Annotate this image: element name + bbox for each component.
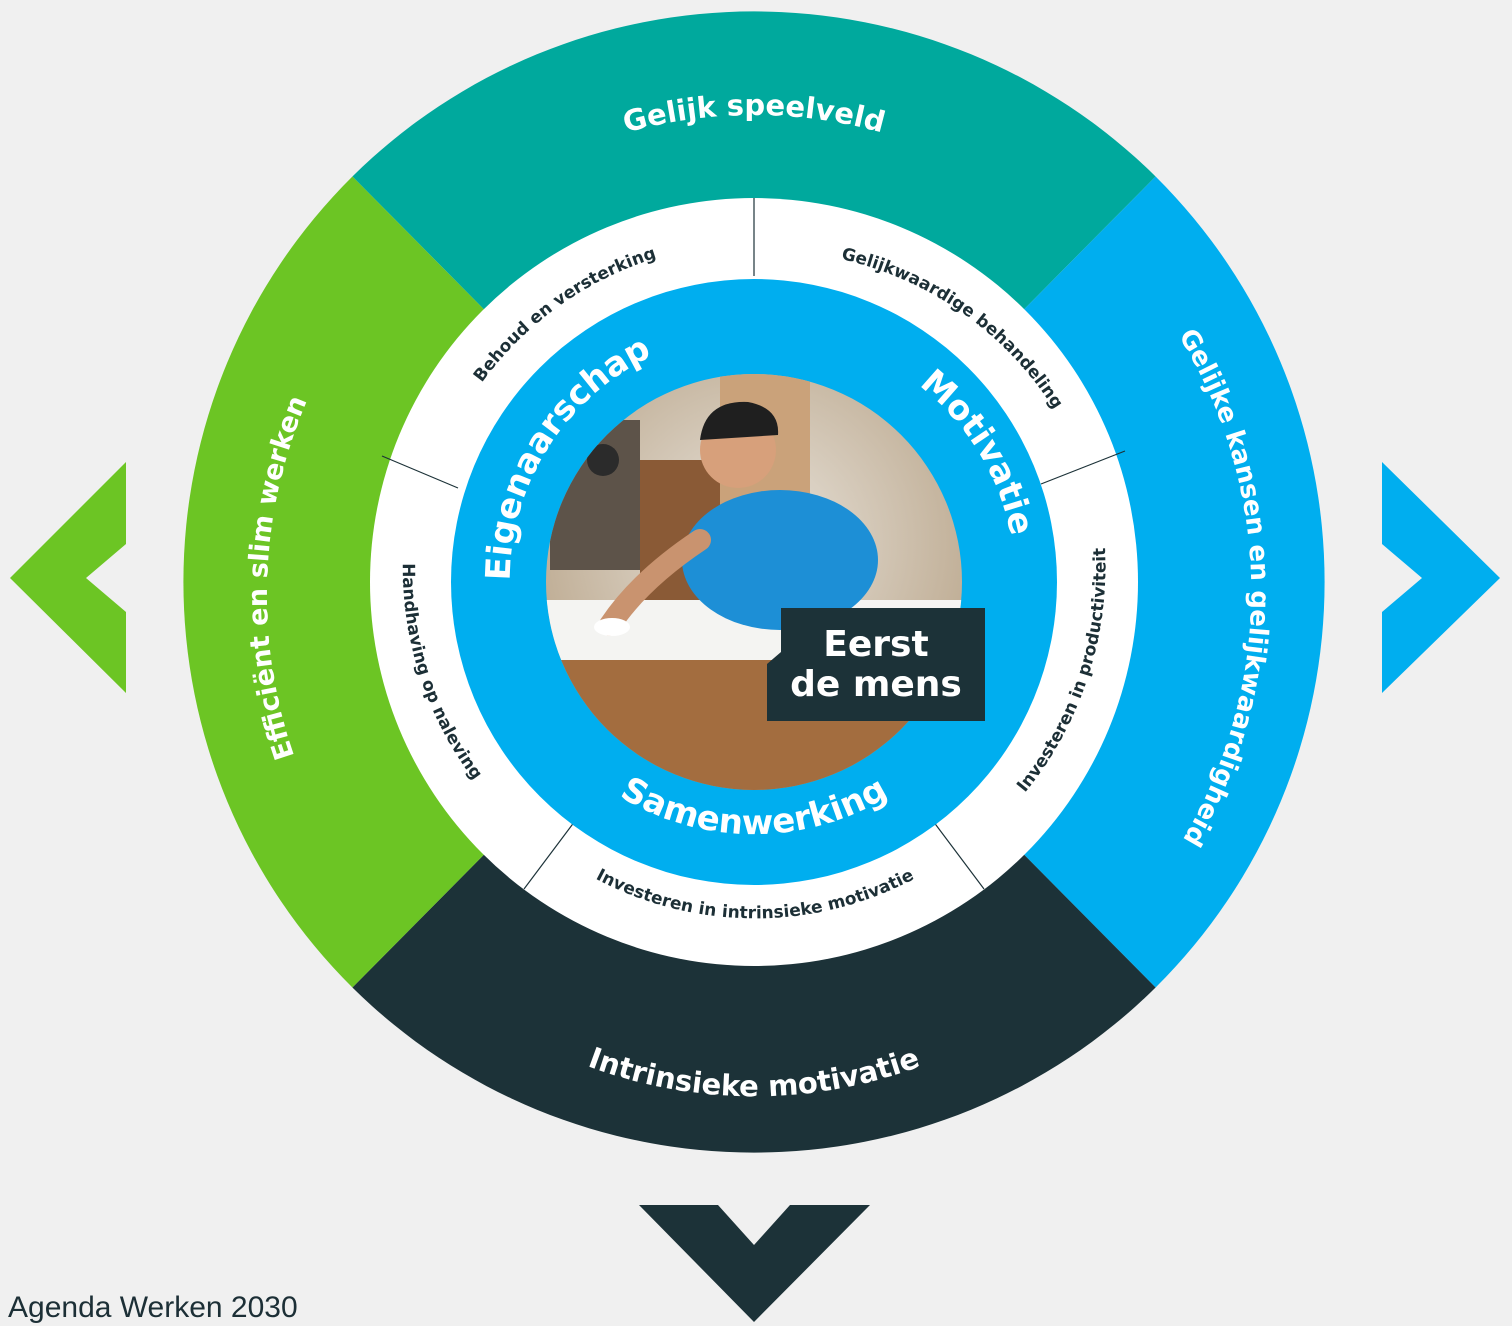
divider-left (381, 455, 459, 489)
photo-person-body (682, 490, 878, 630)
divider-bottom-right (929, 816, 985, 890)
photo-person-arm (599, 529, 711, 636)
divider-bottom-left (523, 816, 579, 890)
chevron-down-icon (639, 1205, 870, 1322)
divider-right (1040, 450, 1126, 485)
photo-person-cap (700, 401, 779, 440)
middle-ring-dividers (381, 198, 1126, 890)
badge-line-2: de mens (790, 663, 962, 705)
photo-cloth (594, 618, 630, 636)
center-photo (546, 374, 962, 790)
caption: Agenda Werken 2030 (8, 1291, 298, 1324)
eerst-de-mens-badge: Eerst de mens (767, 608, 985, 721)
chevron-left-icon (10, 462, 126, 693)
badge-line-1: Eerst (823, 623, 929, 665)
photo-tape-reel (587, 444, 619, 476)
chevron-right-icon (1382, 462, 1500, 693)
